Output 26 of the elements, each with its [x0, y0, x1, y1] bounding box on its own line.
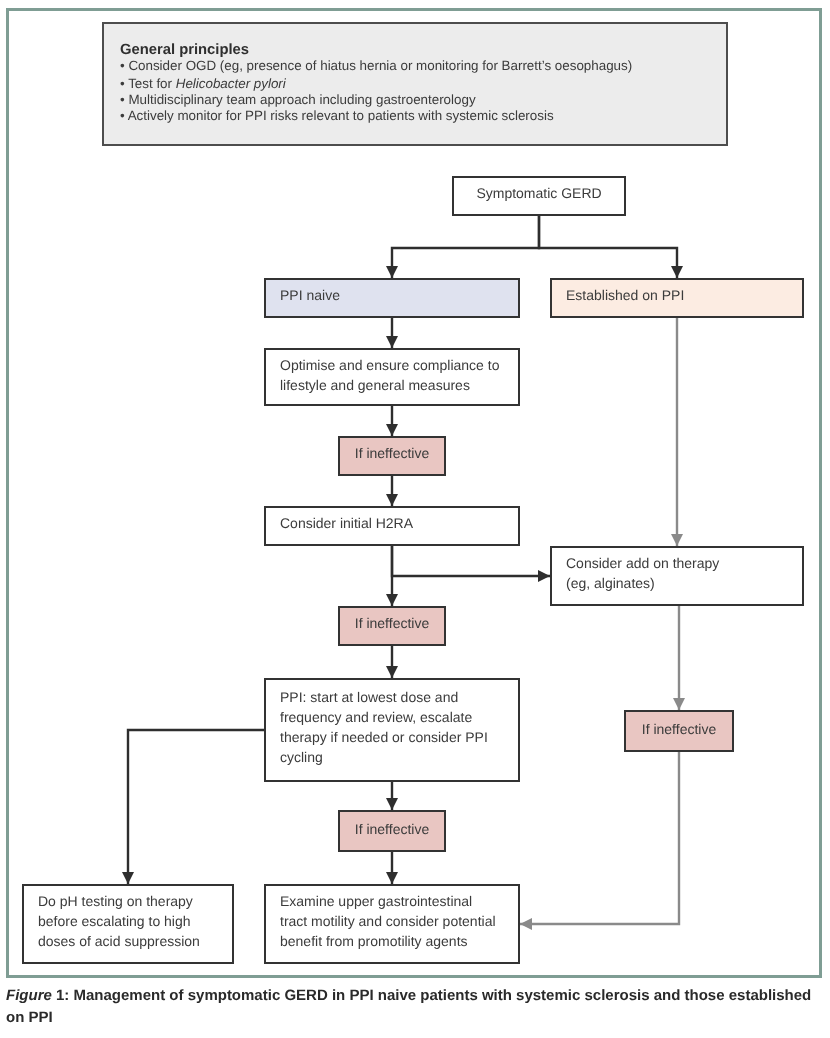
principles-panel [102, 22, 728, 146]
arrow [386, 476, 398, 506]
arrow [386, 852, 398, 884]
arrow [122, 728, 264, 884]
arrow [386, 406, 398, 436]
condition-box [624, 710, 734, 752]
arrow [386, 782, 398, 810]
arrow [390, 546, 550, 582]
process-box [264, 678, 520, 782]
condition-box [338, 810, 446, 852]
arrow [673, 606, 685, 710]
process-box [550, 546, 804, 606]
arrow [671, 318, 683, 546]
start-box [452, 176, 626, 216]
category-box [264, 278, 520, 318]
process-box [22, 884, 234, 964]
condition-box [338, 436, 446, 476]
process-box [264, 506, 520, 546]
category-box [550, 278, 804, 318]
process-box [264, 884, 520, 964]
process-box [264, 348, 520, 406]
arrow [386, 318, 398, 348]
arrow [537, 216, 683, 278]
arrow [520, 752, 681, 930]
condition-box [338, 606, 446, 646]
arrow [386, 646, 398, 678]
